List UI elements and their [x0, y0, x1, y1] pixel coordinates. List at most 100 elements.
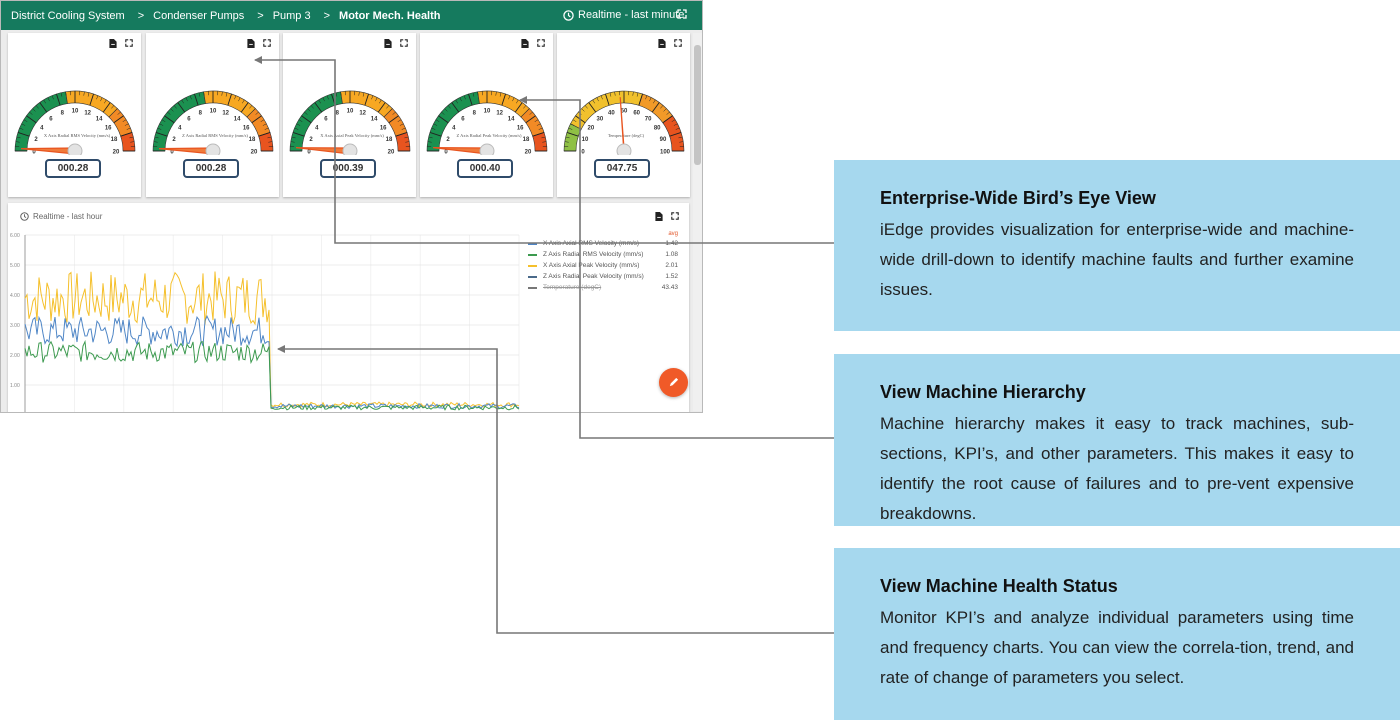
- gauge-tools: [109, 39, 133, 48]
- gauge-tick-label: 90: [660, 137, 667, 143]
- gauge-tick: [185, 97, 188, 102]
- gauge-tick-label: 80: [654, 125, 661, 131]
- gauge-tick: [240, 102, 249, 113]
- gauge-tick-label: 20: [525, 150, 532, 156]
- gauge-tick: [159, 123, 164, 126]
- legend-item[interactable]: X Axis Axial Peak Velocity (mm/s)2.01: [528, 260, 678, 271]
- gauge-value: 000.28: [45, 159, 101, 178]
- breadcrumb-item-district[interactable]: District Cooling System: [11, 10, 125, 22]
- gauge-tick: [43, 99, 46, 104]
- trend-time-range: Realtime - last hour: [33, 212, 103, 221]
- fullscreen-icon[interactable]: [125, 39, 133, 47]
- fullscreen-icon[interactable]: [677, 9, 687, 19]
- callout-title: Enterprise-Wide Bird’s Eye View: [880, 188, 1156, 208]
- gauge-tick: [155, 132, 168, 137]
- legend-item[interactable]: X Axis Axial RMS Velocity (mm/s)1.42: [528, 238, 678, 249]
- export-file-icon[interactable]: [247, 39, 255, 48]
- breadcrumb-separator: >: [323, 10, 331, 22]
- gauge-tick-label: 0: [581, 150, 585, 156]
- fullscreen-icon[interactable]: [537, 39, 545, 47]
- gauge-label: Z Axis Radial Peak Velocity (mm/s): [456, 133, 522, 138]
- gauge-tick-label: 14: [508, 116, 515, 122]
- gauge-hub: [616, 143, 632, 155]
- gauge-tick: [153, 141, 158, 143]
- export-file-icon[interactable]: [655, 212, 663, 221]
- breadcrumb-item-condenser[interactable]: Condenser Pumps: [153, 10, 245, 22]
- gauge-tick: [32, 108, 36, 112]
- legend-series-name: Z Axis Radial Peak Velocity (mm/s): [543, 273, 644, 280]
- gauge-tick: [102, 102, 111, 113]
- gauge-tick-label: 4: [452, 125, 456, 131]
- gauge-tick-label: 8: [336, 111, 340, 117]
- gauge-tick-label: 2: [34, 137, 38, 143]
- gauge-tick-label: 14: [234, 116, 241, 122]
- fullscreen-icon[interactable]: [671, 212, 679, 220]
- dashboard-window: District Cooling System > Condenser Pumps >…: [0, 0, 703, 413]
- callout-title: View Machine Hierarchy: [880, 382, 1086, 402]
- gauge-tick-label: 40: [608, 111, 615, 117]
- gauge-tick: [104, 99, 107, 104]
- gauge-tick: [130, 141, 135, 143]
- export-file-icon[interactable]: [384, 39, 392, 48]
- legend-avg-header: avg: [668, 231, 678, 237]
- gauge-tools: [247, 39, 271, 48]
- gauge-tick: [157, 127, 162, 130]
- gauge-tick: [113, 115, 124, 124]
- trend-header: Realtime - last hour: [20, 212, 102, 221]
- callout-body: Machine hierarchy makes it easy to track…: [880, 414, 1354, 523]
- gauge-tick-label: 2: [172, 137, 176, 143]
- gauge-tick-label: 16: [380, 125, 387, 131]
- fullscreen-icon[interactable]: [674, 39, 682, 47]
- pencil-icon: [669, 377, 679, 387]
- trend-line-chart[interactable]: 0.001.002.003.004.005.006.00: [8, 227, 523, 413]
- legend-series-avg: 1.08: [665, 251, 678, 258]
- gauge-value: 000.40: [457, 159, 513, 178]
- gauge-tick: [181, 99, 184, 104]
- gauge-tick: [221, 91, 223, 96]
- gauge-tick-label: 10: [484, 109, 491, 115]
- export-file-icon[interactable]: [521, 39, 529, 48]
- legend-item[interactable]: Temperature (degC)43.43: [528, 282, 678, 293]
- y-tick-label: 5.00: [10, 263, 20, 269]
- export-file-icon[interactable]: [658, 39, 666, 48]
- fullscreen-icon[interactable]: [263, 39, 271, 47]
- gauge-tick: [15, 141, 20, 143]
- gauge-tick: [227, 93, 232, 106]
- legend-item[interactable]: Z Axis Radial Peak Velocity (mm/s)1.52: [528, 271, 678, 282]
- gauge-tick-label: 6: [49, 116, 53, 122]
- gauge-tick: [154, 136, 159, 139]
- fullscreen-icon[interactable]: [400, 39, 408, 47]
- gauge-tools: [384, 39, 408, 48]
- gauge-tick-label: 6: [324, 116, 328, 122]
- gauge-tick: [122, 119, 127, 122]
- gauge-tick-label: 6: [187, 116, 191, 122]
- gauge-needle: [158, 147, 214, 155]
- gauge-value: 000.28: [183, 159, 239, 178]
- edit-fab-button[interactable]: [659, 368, 688, 397]
- export-file-icon[interactable]: [109, 39, 117, 48]
- gauge-tick-label: 14: [96, 116, 103, 122]
- y-tick-label: 1.00: [10, 383, 20, 389]
- gauge-tick: [124, 123, 129, 126]
- scrollbar[interactable]: [693, 33, 702, 411]
- gauge-tick-label: 70: [645, 116, 652, 122]
- gauge-tick: [23, 119, 28, 122]
- time-range-label: Realtime - last minute: [578, 9, 685, 21]
- legend-swatch: [528, 253, 537, 256]
- clock-icon: [563, 9, 574, 21]
- breadcrumb-separator: >: [137, 10, 145, 22]
- gauge-tick-label: 8: [473, 111, 477, 117]
- legend-swatch: [528, 242, 537, 245]
- gauge-tick: [21, 123, 26, 126]
- legend-series-avg: 1.42: [665, 240, 678, 247]
- gauge-band: [152, 91, 206, 152]
- gauge-tick-label: 12: [496, 111, 503, 117]
- scrollbar-thumb[interactable]: [694, 45, 701, 165]
- breadcrumb-item-pump[interactable]: Pump 3: [272, 10, 311, 22]
- legend-item[interactable]: Z Axis Radial RMS Velocity (mm/s)1.08: [528, 249, 678, 260]
- gauge-tick: [126, 127, 131, 130]
- legend-swatch: [528, 264, 537, 267]
- time-range-selector[interactable]: Realtime - last minute: [563, 9, 684, 21]
